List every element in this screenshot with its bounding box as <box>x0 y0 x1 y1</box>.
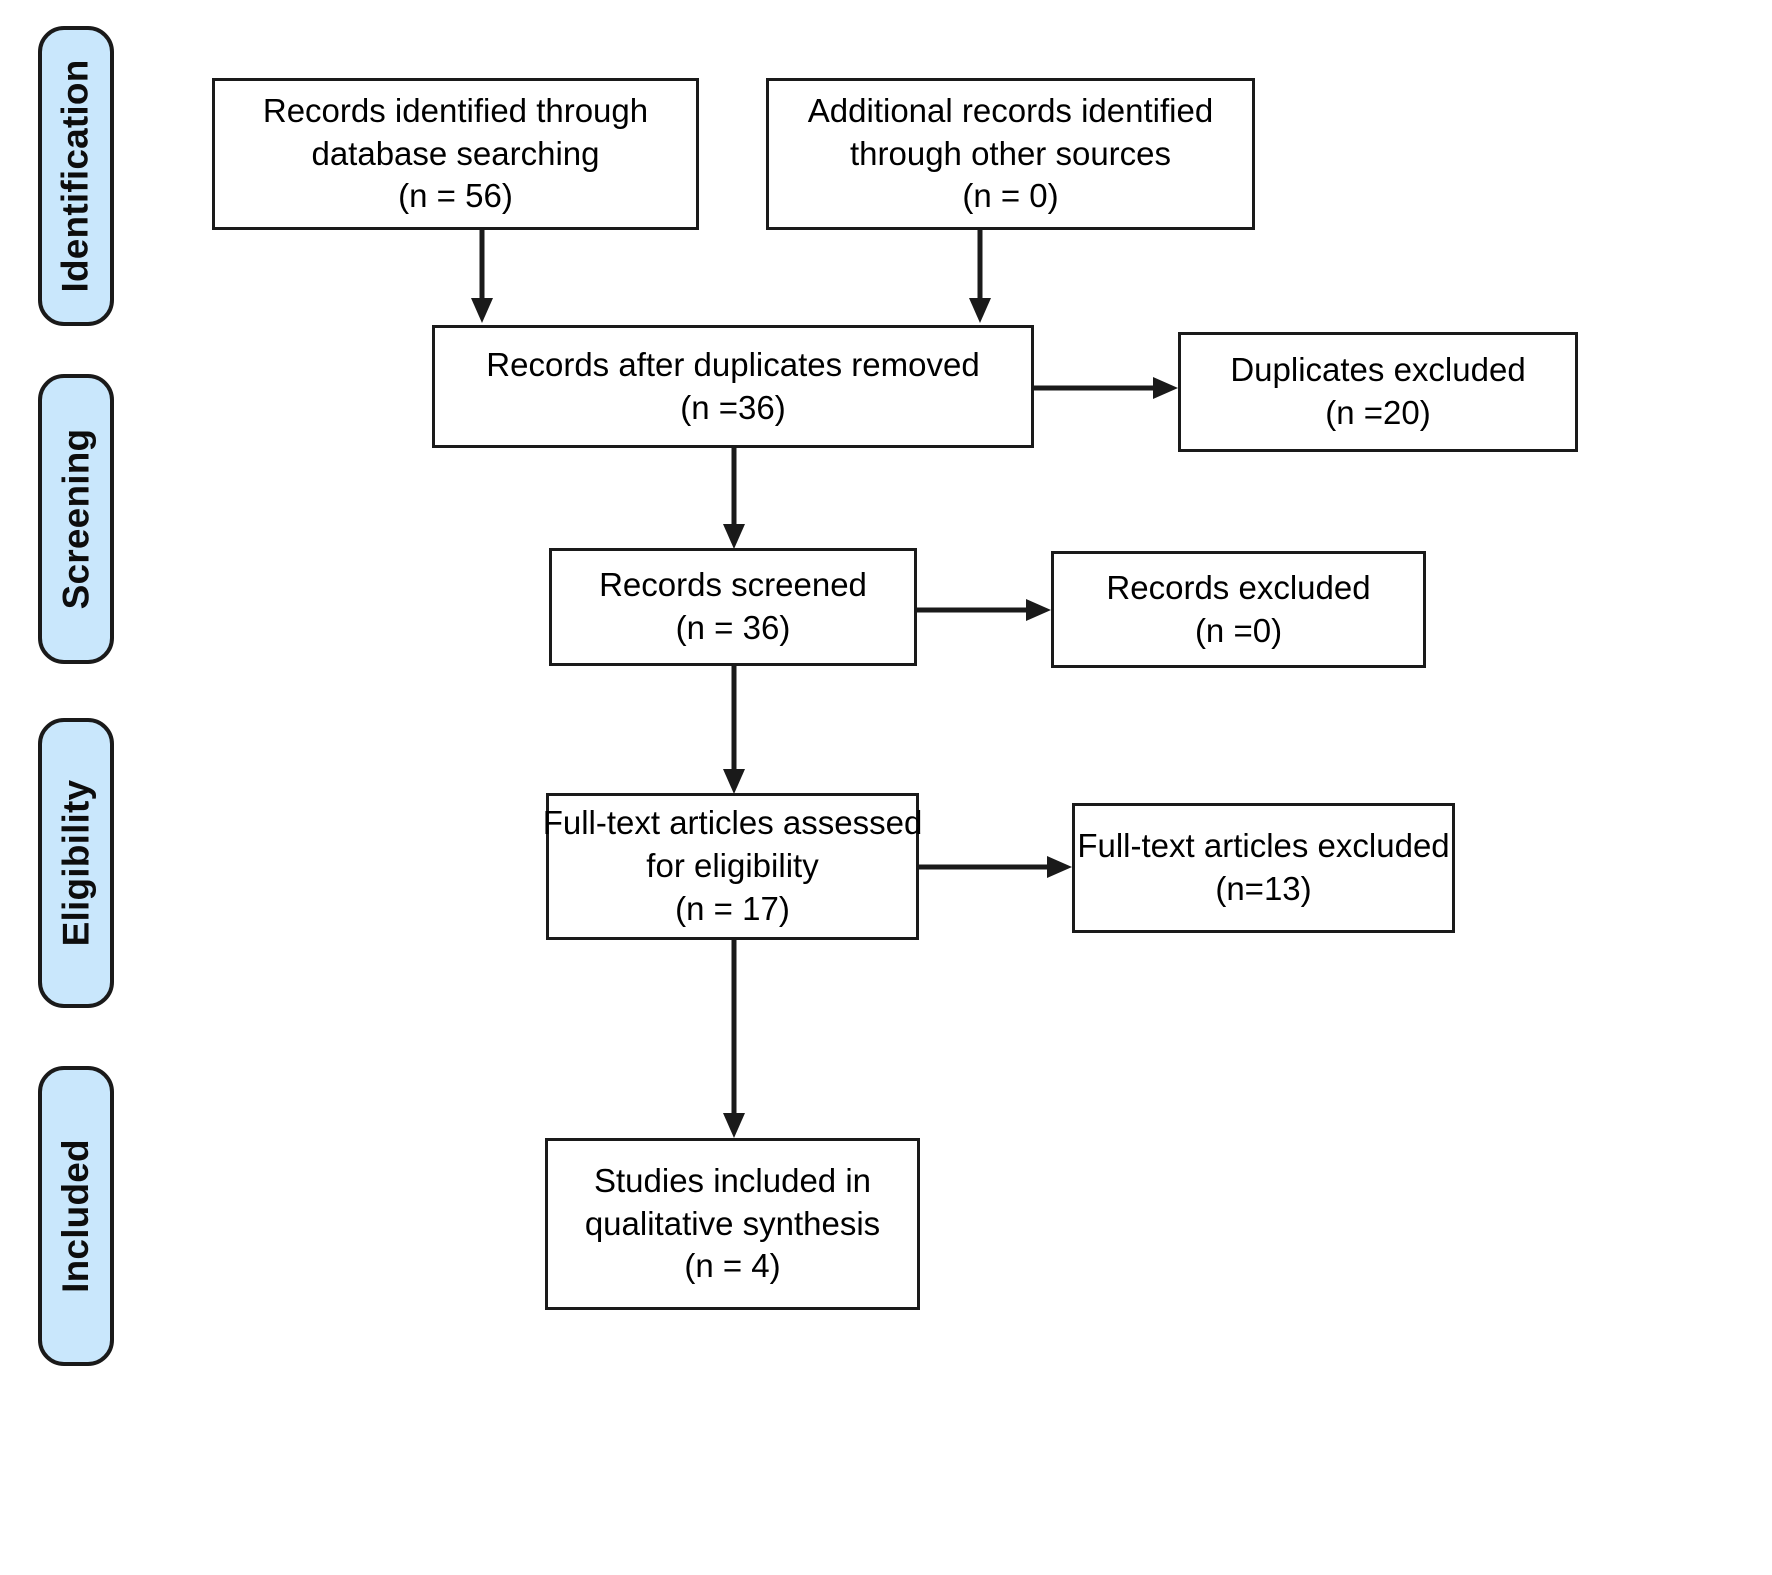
stage-bar-eligibility: Eligibility <box>38 718 114 1008</box>
arrow-db-search-to-after-duplicates <box>470 230 494 325</box>
box-line-1: Records after duplicates removed <box>486 345 980 383</box>
stage-label-screening: Screening <box>55 428 97 610</box>
arrow-after-duplicates-to-duplicates-excluded <box>1034 376 1180 400</box>
box-line-2: (n =20) <box>1325 394 1431 431</box>
box-line-3: (n = 4) <box>684 1247 781 1285</box>
stage-bar-included: Included <box>38 1066 114 1366</box>
box-studies-included-qualitative-synthesis: Studies included in qualitative synthesi… <box>545 1138 920 1310</box>
arrow-records-screened-to-fulltext-assessed <box>722 666 746 796</box>
box-line-2: (n = 36) <box>675 609 791 646</box>
box-line-2: (n =0) <box>1194 611 1283 649</box>
box-line-1: Studies included in <box>593 1161 872 1199</box>
arrow-fulltext-assessed-to-included-studies <box>722 940 746 1140</box>
box-line-1: Full-text articles excluded <box>1077 827 1450 865</box>
box-records-after-duplicates-removed: Records after duplicates removed (n =36) <box>432 325 1034 448</box>
box-records-excluded: Records excluded (n =0) <box>1051 551 1426 668</box>
arrow-fulltext-assessed-to-fulltext-excluded <box>919 855 1074 879</box>
box-line-2: through other sources <box>849 134 1172 172</box>
stage-label-eligibility: Eligibility <box>55 779 97 947</box>
box-records-identified-database: Records identified through database sear… <box>212 78 699 230</box>
box-line-3: (n = 0) <box>962 177 1059 215</box>
box-fulltext-articles-excluded: Full-text articles excluded (n=13) <box>1072 803 1455 933</box>
box-duplicates-excluded: Duplicates excluded (n =20) <box>1178 332 1578 452</box>
arrow-after-duplicates-to-records-screened <box>722 448 746 551</box>
stage-label-included: Included <box>55 1139 97 1293</box>
box-line-1: Records identified through <box>262 91 649 129</box>
box-line-2: qualitative synthesis <box>584 1204 881 1242</box>
stage-label-identification: Identification <box>55 59 96 293</box>
box-line-1: Records screened <box>599 566 867 604</box>
box-line-1: Additional records identified <box>807 91 1214 129</box>
box-line-1: Records excluded <box>1106 568 1371 606</box>
stage-bar-screening: Screening <box>38 374 114 664</box>
box-line-2: database searching <box>311 134 600 172</box>
box-line-1: Full-text articles assessed <box>542 804 923 842</box>
box-fulltext-articles-assessed: Full-text articles assessed for eligibil… <box>543 793 922 940</box>
box-line-3: (n = 17) <box>675 889 790 927</box>
box-records-screened: Records screened (n = 36) <box>549 548 917 666</box>
box-line-3: (n = 56) <box>398 177 513 215</box>
box-line-1: Duplicates excluded <box>1230 351 1526 389</box>
box-additional-records-other-sources: Additional records identified through ot… <box>766 78 1255 230</box>
arrow-records-screened-to-records-excluded <box>917 598 1053 622</box>
stage-bar-identification: Identification <box>38 26 114 326</box>
box-line-2: (n=13) <box>1215 870 1312 907</box>
box-line-2: for eligibility <box>646 847 819 885</box>
arrow-other-sources-to-after-duplicates <box>968 230 992 325</box>
box-line-2: (n =36) <box>680 388 786 426</box>
